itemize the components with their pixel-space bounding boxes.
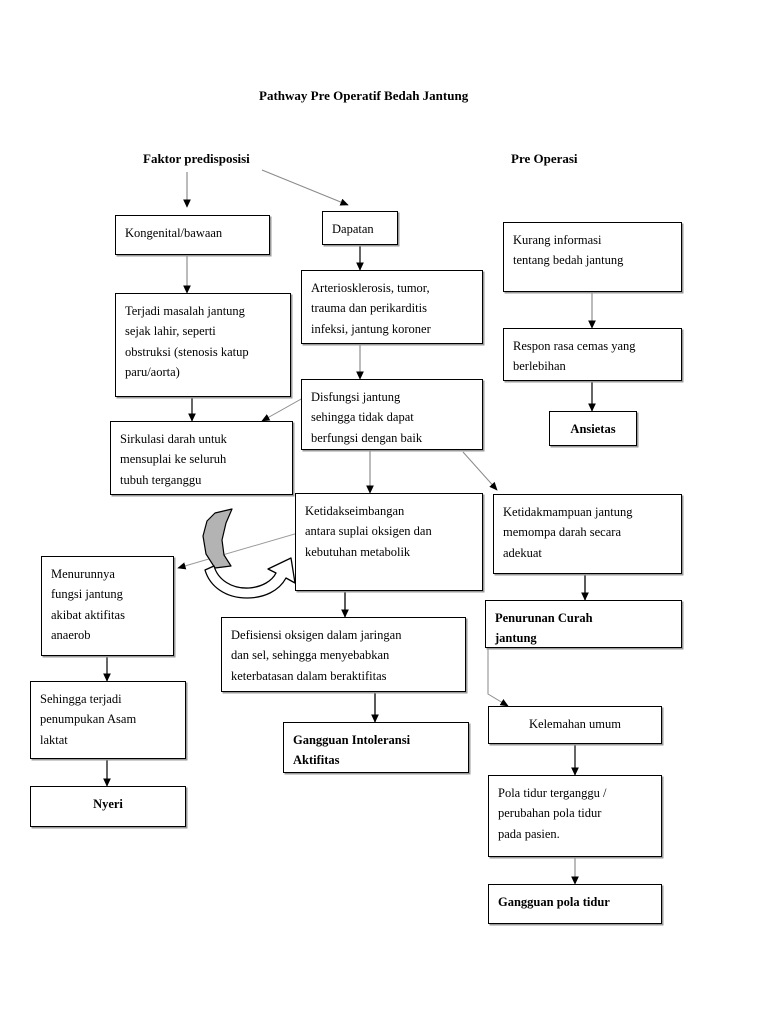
node-line: Sirkulasi darah untuk bbox=[120, 432, 227, 446]
node-line: Dapatan bbox=[332, 222, 374, 236]
node-line: Ansietas bbox=[570, 422, 616, 436]
heading-faktor-predisposisi: Faktor predisposisi bbox=[143, 151, 250, 166]
node-line: sejak lahir, seperti bbox=[125, 324, 216, 339]
node-line: Respon rasa cemas yang bbox=[513, 339, 636, 353]
node-penurunan-curah-jantung[interactable]: Penurunan Curah jantung bbox=[485, 600, 682, 648]
node-gangguan-intoleransi-aktifitas[interactable]: Gangguan Intoleransi Aktifitas bbox=[283, 722, 469, 773]
node-line: Pola tidur terganggu / bbox=[498, 786, 607, 800]
node-kelemahan-umum[interactable]: Kelemahan umum bbox=[488, 706, 662, 744]
node-line: pada pasien. bbox=[498, 826, 560, 841]
node-arteriosklerosis[interactable]: Arteriosklerosis, tumor, trauma dan peri… bbox=[301, 270, 483, 344]
node-line: tubuh terganggu bbox=[120, 472, 202, 487]
node-line: Ketidakseimbangan bbox=[305, 504, 405, 518]
node-line: Nyeri bbox=[93, 797, 123, 811]
node-nyeri[interactable]: Nyeri bbox=[30, 786, 186, 827]
node-respon-rasa-cemas[interactable]: Respon rasa cemas yang berlebihan bbox=[503, 328, 682, 381]
node-line: memompa darah secara bbox=[503, 525, 621, 540]
node-kurang-informasi[interactable]: Kurang informasi tentang bedah jantung bbox=[503, 222, 682, 292]
node-line: Terjadi masalah jantung bbox=[125, 304, 245, 318]
heading-pre-operasi: Pre Operasi bbox=[511, 151, 578, 166]
node-menurunnya-fungsi-jantung[interactable]: Menurunnya fungsi jantung akibat aktifit… bbox=[41, 556, 174, 656]
node-line: Arteriosklerosis, tumor, bbox=[311, 281, 430, 295]
node-line: kebutuhan metabolik bbox=[305, 544, 411, 559]
node-ansietas[interactable]: Ansietas bbox=[549, 411, 637, 446]
node-line: laktat bbox=[40, 732, 68, 747]
node-line: paru/aorta) bbox=[125, 364, 180, 379]
node-line: keterbatasan dalam beraktifitas bbox=[231, 668, 387, 683]
node-line: infeksi, jantung koroner bbox=[311, 321, 431, 336]
curved-arrow-shape bbox=[204, 557, 296, 599]
crescent-shape bbox=[202, 508, 233, 569]
page-title: Pathway Pre Operatif Bedah Jantung bbox=[259, 88, 469, 103]
node-line: Gangguan pola tidur bbox=[498, 895, 610, 909]
node-line: Kelemahan umum bbox=[529, 717, 621, 731]
node-sirkulasi-darah[interactable]: Sirkulasi darah untuk mensuplai ke selur… bbox=[110, 421, 293, 495]
node-line: Gangguan Intoleransi bbox=[293, 733, 411, 747]
node-line: anaerob bbox=[51, 627, 91, 642]
node-line: Sehingga terjadi bbox=[40, 692, 122, 706]
node-line: jantung bbox=[495, 631, 537, 646]
node-disfungsi-jantung[interactable]: Disfungsi jantung sehingga tidak dapat b… bbox=[301, 379, 483, 450]
node-line: penumpukan Asam bbox=[40, 712, 137, 727]
node-line: Kurang informasi bbox=[513, 233, 602, 247]
node-line: sehingga tidak dapat bbox=[311, 410, 414, 425]
node-line: trauma dan perikarditis bbox=[311, 301, 427, 316]
node-ketidakmampuan-jantung[interactable]: Ketidakmampuan jantung memompa darah sec… bbox=[493, 494, 682, 574]
node-line: mensuplai ke seluruh bbox=[120, 452, 227, 467]
node-gangguan-pola-tidur[interactable]: Gangguan pola tidur bbox=[488, 884, 662, 924]
node-line: Ketidakmampuan jantung bbox=[503, 505, 633, 519]
node-line: Penurunan Curah bbox=[495, 611, 593, 625]
node-kongenital-bawaan[interactable]: Kongenital/bawaan bbox=[115, 215, 270, 255]
node-line: Kongenital/bawaan bbox=[125, 226, 223, 240]
node-line: tentang bedah jantung bbox=[513, 253, 624, 268]
node-dapatan[interactable]: Dapatan bbox=[322, 211, 398, 245]
node-line: adekuat bbox=[503, 545, 542, 560]
node-pola-tidur-terganggu[interactable]: Pola tidur terganggu / perubahan pola ti… bbox=[488, 775, 662, 857]
node-defisiensi-oksigen[interactable]: Defisiensi oksigen dalam jaringan dan se… bbox=[221, 617, 466, 692]
node-terjadi-masalah-jantung[interactable]: Terjadi masalah jantung sejak lahir, sep… bbox=[115, 293, 291, 397]
node-line: Aktifitas bbox=[293, 753, 340, 768]
node-line: antara suplai oksigen dan bbox=[305, 524, 432, 539]
node-line: Disfungsi jantung bbox=[311, 390, 401, 404]
node-sehingga-terjadi-penumpukan[interactable]: Sehingga terjadi penumpukan Asam laktat bbox=[30, 681, 186, 759]
node-line: akibat aktifitas bbox=[51, 607, 125, 622]
node-line: Defisiensi oksigen dalam jaringan bbox=[231, 628, 402, 642]
node-line: berlebihan bbox=[513, 359, 566, 374]
node-ketidakseimbangan[interactable]: Ketidakseimbangan antara suplai oksigen … bbox=[295, 493, 483, 591]
node-line: perubahan pola tidur bbox=[498, 806, 602, 821]
node-line: Menurunnya bbox=[51, 567, 115, 581]
node-line: obstruksi (stenosis katup bbox=[125, 344, 249, 359]
node-line: berfungsi dengan baik bbox=[311, 430, 423, 445]
node-line: dan sel, sehingga menyebabkan bbox=[231, 648, 390, 663]
node-line: fungsi jantung bbox=[51, 587, 123, 602]
